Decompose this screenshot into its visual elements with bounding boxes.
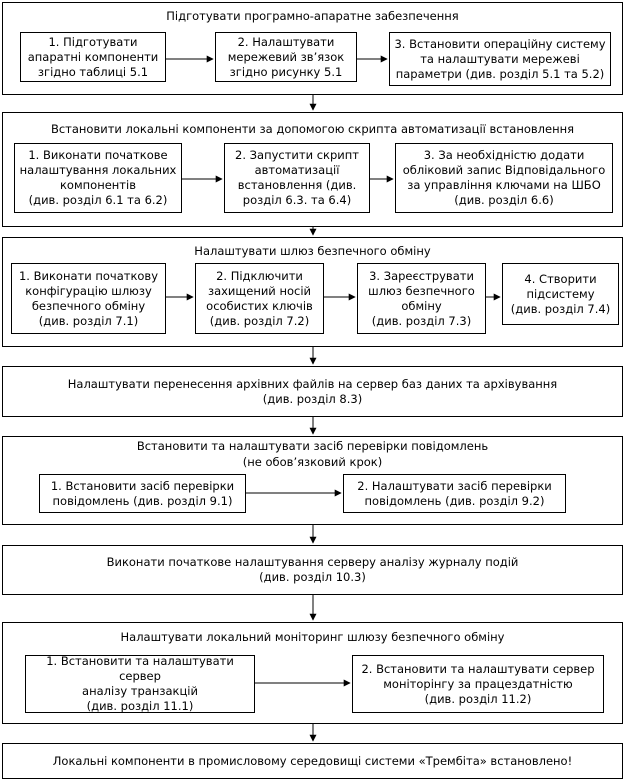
step-configure-message-checker: 2. Налаштувати засіб перевірки повідомле… (343, 474, 566, 513)
step-configure-network: 2. Налаштувати мережевий зв’язок згідно … (215, 32, 357, 82)
step-install-message-checker: 1. Встановити засіб перевірки повідомлен… (39, 474, 246, 513)
stage-title: Налаштувати шлюз безпечного обміну (194, 244, 431, 258)
step-gateway-initial-config: 1. Виконати початкову конфігурацію шлюзу… (11, 263, 166, 334)
step-connect-key-media: 2. Підключити захищений носій особистих … (195, 263, 324, 334)
step-initial-local-setup: 1. Виконати початкове налаштування локал… (14, 143, 182, 213)
stage-title: Встановити та налаштувати засіб перевірк… (136, 439, 489, 453)
step-transaction-analysis-server: 1. Встановити та налаштувати сервер анал… (25, 654, 255, 713)
step-health-monitoring-server: 2. Встановити та налаштувати сервер моні… (352, 655, 604, 713)
step-run-install-script: 2. Запустити скрипт автоматизації встано… (224, 143, 370, 213)
stage-subtitle: (не обов’язковий крок) (242, 455, 383, 469)
stage-log-analysis-server: Виконати початкове налаштування серверу … (2, 545, 623, 595)
stage-archive-transfer: Налаштувати перенесення архівних файлів … (2, 366, 623, 417)
final-complete-message: Локальні компоненти в промисловому серед… (2, 743, 623, 779)
step-install-os: 3. Встановити операційну систему та нала… (389, 32, 611, 86)
step-prepare-hardware: 1. Підготувати апаратні компоненти згідн… (20, 32, 166, 82)
stage-title: Налаштувати локальний моніторинг шлюзу б… (120, 630, 505, 644)
stage-title: Встановити локальні компоненти за допомо… (50, 122, 575, 136)
step-add-key-manager-account: 3. За необхідністю додати обліковий запи… (395, 143, 613, 213)
step-register-gateway: 3. Зареєструвати шлюз безпечного обміну … (357, 263, 486, 334)
stage-title: Підготувати програмно-апаратне забезпече… (166, 9, 459, 23)
step-create-subsystem: 4. Створити підсистему (див. розділ 7.4) (502, 263, 619, 325)
